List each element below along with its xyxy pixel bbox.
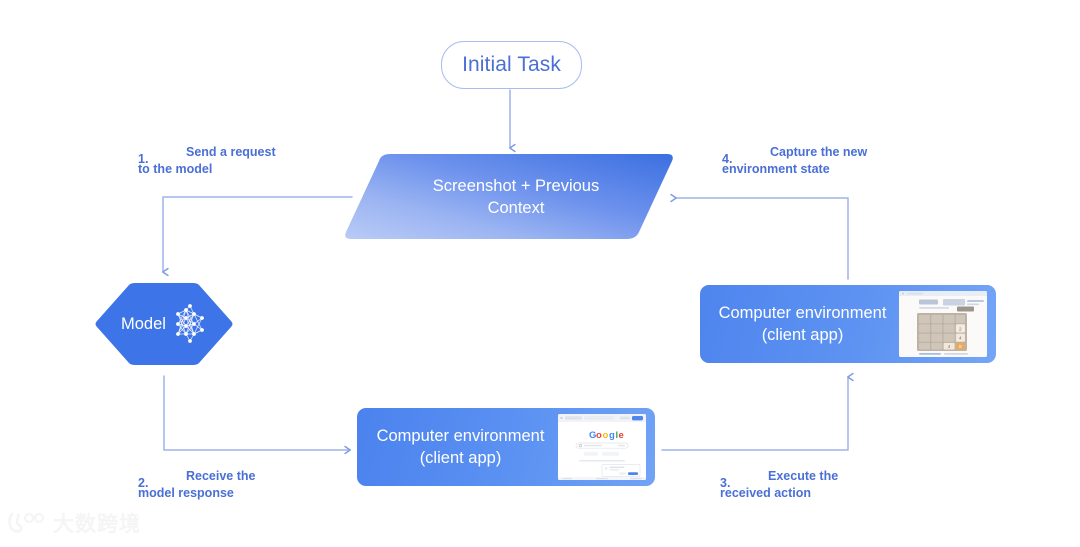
step-1-line-1: Send a request [186, 145, 276, 159]
google-search-thumbnail: G o o g l e [558, 414, 646, 480]
environment-bottom-line-2: (client app) [419, 449, 502, 467]
step-2-line-1: Receive the [186, 469, 256, 483]
initial-task-label: Initial Task [462, 53, 561, 76]
environment-bottom-line-1: Computer environment [376, 427, 545, 445]
step-2-line-2: model response [138, 485, 234, 500]
hexagon-shape [95, 283, 233, 365]
context-node[interactable]: Screenshot + Previous Context [343, 154, 675, 239]
step-3-line-2: received action [720, 485, 812, 500]
parallelogram-shape [345, 154, 673, 239]
svg-text:o: o [603, 430, 609, 441]
watermark: 大数跨境 [8, 508, 141, 538]
initial-task-node[interactable]: Initial Task [441, 41, 582, 89]
step-3-number: 3. [720, 476, 731, 490]
svg-text:G: G [589, 430, 596, 441]
2048-game-thumbnail: 2 4 4 8 [899, 291, 987, 357]
arrow-right-environment-to-context [670, 193, 849, 280]
environment-right-label: Computer environment (client app) [700, 302, 899, 346]
environment-node-bottom[interactable]: Computer environment (client app) G o o [357, 408, 655, 486]
step-3-line-1: Execute the [768, 469, 839, 483]
step-1-line-2: to the model [138, 161, 213, 176]
svg-text:e: e [619, 430, 624, 441]
svg-text:g: g [609, 430, 615, 441]
step-1-number: 1. [138, 152, 149, 166]
arrow-environment-to-right-environment [661, 372, 854, 451]
step-4-line-1: Capture the new [770, 145, 868, 159]
neural-network-icon [176, 304, 204, 343]
kuajing-logo-icon [8, 512, 45, 533]
model-label: Model [121, 314, 166, 333]
step-label-1: 1. Send a request to the model [138, 144, 276, 177]
environment-node-right[interactable]: Computer environment (client app) [700, 285, 996, 363]
environment-right-line-1: Computer environment [718, 304, 887, 322]
arrow-context-to-model [162, 196, 353, 277]
step-label-4: 4. Capture the new environment state [722, 144, 867, 177]
step-4-number: 4. [722, 152, 733, 166]
arrow-model-to-environment [163, 375, 351, 455]
model-node[interactable]: Model [94, 283, 234, 365]
step-label-3: 3. Execute the received action [720, 468, 838, 501]
svg-text:4: 4 [948, 344, 951, 349]
step-4-line-2: environment state [722, 161, 830, 176]
svg-text:2: 2 [959, 326, 962, 331]
svg-text:o: o [596, 430, 602, 441]
watermark-text: 大数跨境 [53, 513, 141, 536]
svg-text:l: l [616, 430, 619, 441]
step-label-2: 2. Receive the model response [138, 468, 255, 501]
environment-right-line-2: (client app) [761, 326, 844, 344]
environment-bottom-label: Computer environment (client app) [357, 425, 558, 469]
svg-text:4: 4 [959, 336, 962, 341]
step-2-number: 2. [138, 476, 149, 490]
svg-text:8: 8 [959, 344, 962, 349]
